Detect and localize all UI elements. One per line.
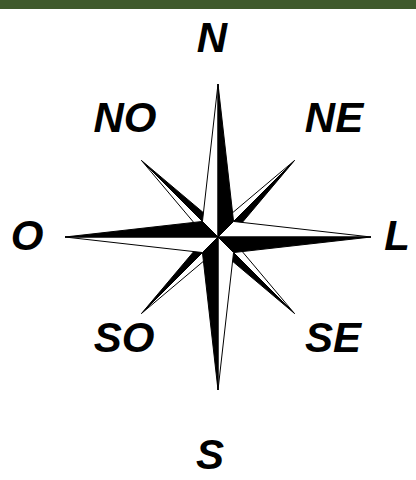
direction-label: NO <box>94 97 157 139</box>
cardinal-point <box>218 221 371 237</box>
direction-label: S <box>196 434 224 476</box>
cardinal-point <box>65 237 218 253</box>
direction-label: O <box>11 215 44 257</box>
rose-points <box>65 84 371 390</box>
direction-label: SE <box>305 317 361 359</box>
direction-label: NE <box>305 97 363 139</box>
cardinal-point <box>218 84 234 237</box>
cardinal-point <box>218 237 234 390</box>
cardinal-point <box>218 237 371 253</box>
direction-label: N <box>197 17 227 59</box>
cardinal-point <box>202 237 218 390</box>
direction-label: SO <box>94 317 155 359</box>
direction-label: L <box>384 215 410 257</box>
photo-strip <box>0 0 416 9</box>
cardinal-point <box>202 84 218 237</box>
cardinal-point <box>65 221 218 237</box>
